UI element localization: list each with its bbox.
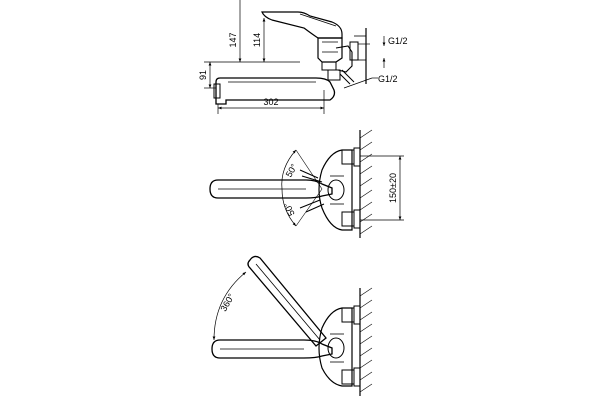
dimension-302: 302	[217, 90, 325, 114]
wall-middle	[359, 129, 373, 238]
dimension-150: 150±20	[360, 155, 404, 221]
dim-147-label: 147	[228, 32, 238, 47]
wall-top	[354, 28, 367, 84]
faucet-side-outline	[213, 11, 359, 105]
faucet-top-outline-bottom	[211, 255, 361, 387]
angle-50-arcs: 50° 50°	[281, 149, 323, 227]
angle-rotation-label: 360°	[218, 292, 236, 313]
dim-150-label: 150±20	[388, 173, 398, 203]
dim-302-label: 302	[263, 97, 278, 107]
dimension-91: 91	[198, 61, 234, 89]
thread-callouts: G1/2 G1/2	[343, 36, 408, 89]
side-elevation-view: 147 114 91 302 G1/2 G1	[198, 0, 408, 114]
thread-bottom-label: G1/2	[378, 74, 398, 84]
faucet-top-outline-middle	[209, 147, 361, 231]
dim-91-label: 91	[198, 70, 208, 80]
wall-bottom	[359, 287, 373, 396]
rotation-view-360: 360°	[211, 255, 373, 396]
dimension-147: 147	[228, 0, 300, 63]
angle-360-arc: 360°	[212, 271, 247, 341]
dim-114-label: 114	[252, 33, 262, 47]
thread-top-label: G1/2	[388, 36, 408, 46]
dimension-114: 114	[252, 18, 266, 62]
swing-view-50: 50° 50° 150±20	[209, 129, 404, 238]
